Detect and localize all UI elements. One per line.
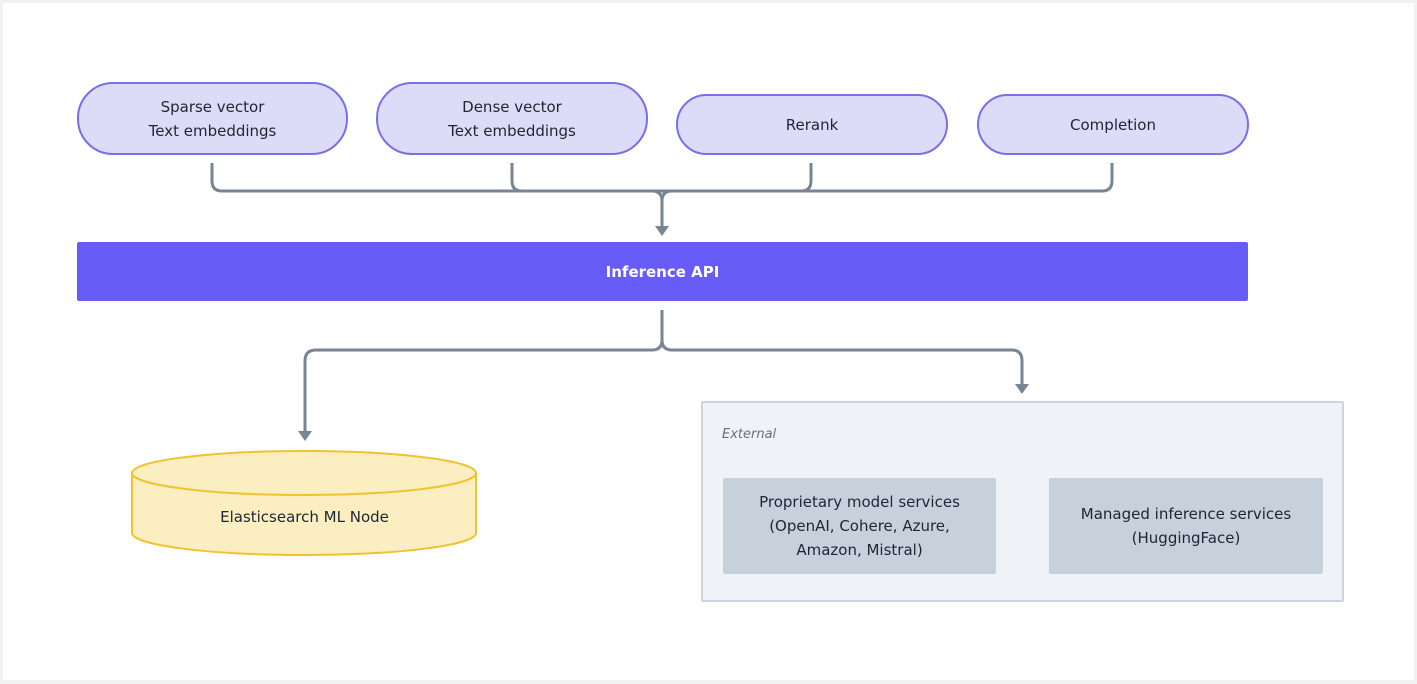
task-node-rerank: Rerank [676, 94, 948, 155]
inference-api-label: Inference API [605, 262, 720, 281]
task-node-line: Text embeddings [448, 121, 576, 140]
service-line: Managed inference services [1080, 505, 1292, 523]
arrow-to-ml-node [298, 431, 312, 441]
inference-api-bar: Inference API [77, 242, 1248, 301]
task-node-dense-vector: Dense vector Text embeddings [376, 82, 648, 155]
service-line: (HuggingFace) [1131, 529, 1241, 547]
task-node-sparse-vector: Sparse vector Text embeddings [77, 82, 348, 155]
managed-inference-services: Managed inference services (HuggingFace) [1049, 478, 1323, 574]
service-line: Proprietary model services [759, 493, 960, 511]
task-node-line: Completion [1070, 115, 1156, 134]
api-split-connector [303, 310, 1024, 432]
task-connector-bracket [210, 163, 1114, 226]
database-top [131, 450, 477, 496]
arrow-to-external [1015, 384, 1029, 394]
task-node-line: Text embeddings [148, 121, 277, 140]
arrow-to-api [655, 226, 669, 236]
service-line: Amazon, Mistral) [796, 541, 923, 559]
ml-node-database [131, 450, 477, 556]
task-node-line: Rerank [785, 115, 839, 134]
task-node-completion: Completion [977, 94, 1249, 155]
task-node-line: Sparse vector [160, 97, 265, 116]
proprietary-model-services: Proprietary model services (OpenAI, Cohe… [723, 478, 996, 574]
service-line: (OpenAI, Cohere, Azure, [769, 517, 950, 535]
task-node-line: Dense vector [462, 97, 562, 116]
external-group-label: External [722, 427, 777, 442]
ml-node-label: Elasticsearch ML Node [220, 508, 389, 526]
database-body [131, 473, 477, 556]
